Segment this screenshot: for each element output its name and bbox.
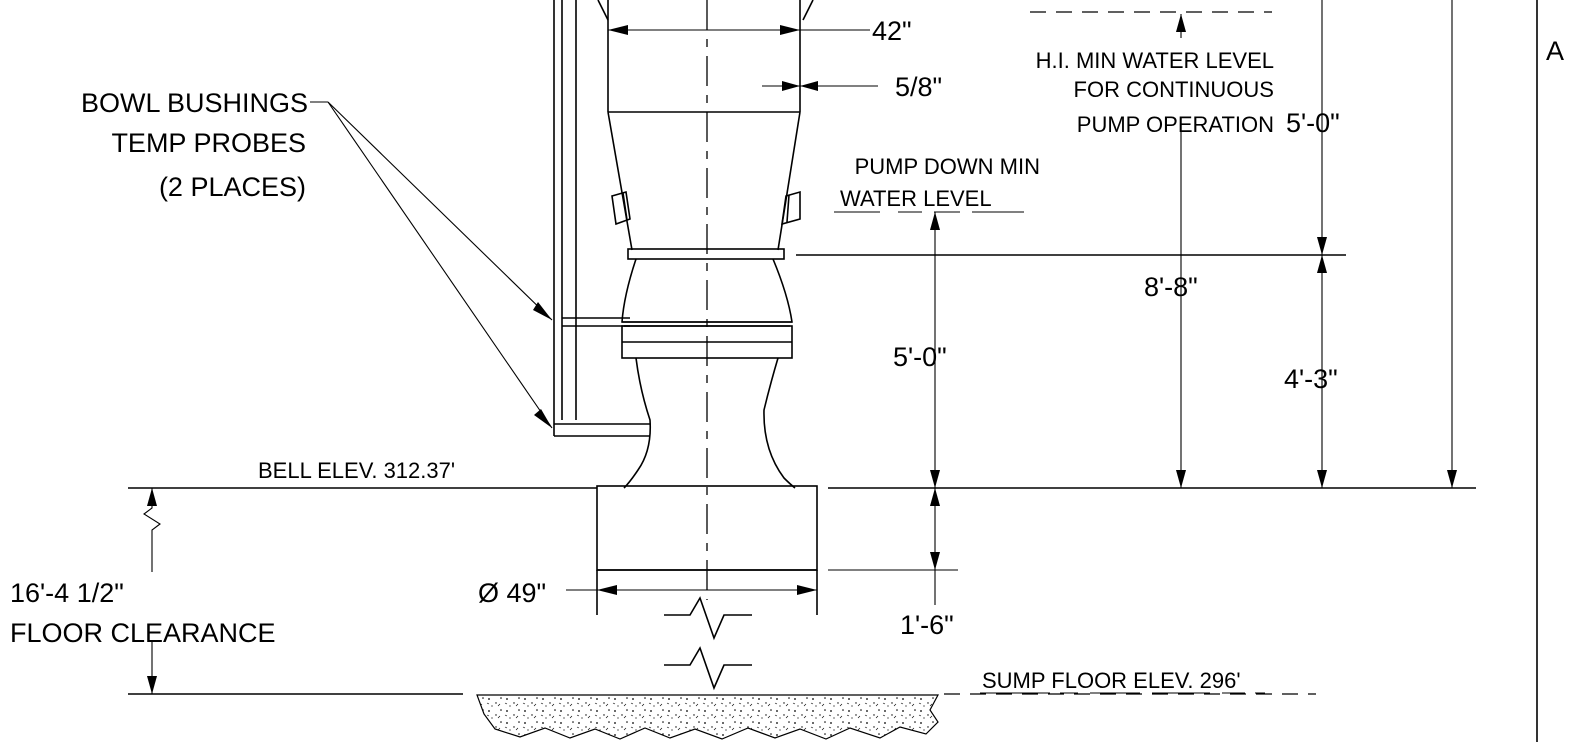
dimension-5-0-right [1317, 0, 1327, 255]
intake-strainer [596, 485, 818, 615]
pump-body [597, 0, 814, 600]
dimension-42 [608, 25, 870, 35]
break-symbol-lower [664, 646, 752, 691]
label-pump-down-1: PUMP DOWN MIN [855, 154, 1040, 179]
label-pump-down-2: WATER LEVEL [840, 186, 992, 211]
reference-lines [128, 11, 1476, 695]
dimension-floor-clearance [143, 488, 161, 694]
probe-conduit [553, 0, 650, 437]
dimension-8-8 [1176, 130, 1186, 488]
label-dim-5-8: 5/8" [895, 72, 942, 102]
dimension-5-0-center [930, 212, 940, 488]
hi-level-marker [1176, 14, 1186, 38]
label-edge-letter: A [1546, 36, 1564, 66]
label-floor-clear-dim: 16'-4 1/2" [10, 578, 124, 608]
dimension-4-3 [1317, 255, 1327, 488]
label-dim-8-8: 8'-8" [1144, 272, 1198, 302]
label-hi-min-1: H.I. MIN WATER LEVEL [1036, 48, 1274, 73]
label-bowl-bushings: BOWL BUSHINGS [81, 88, 308, 118]
label-two-places: (2 PLACES) [159, 172, 306, 202]
bowl-bushings-leaders [310, 101, 553, 429]
sump-floor-slab [476, 694, 939, 740]
label-underlines [834, 211, 1265, 694]
label-dim-1-6: 1'-6" [900, 610, 954, 640]
label-dia-49: Ø 49" [478, 578, 546, 608]
label-dim-5-0-right: 5'-0" [1286, 108, 1340, 138]
label-dim-42: 42" [872, 16, 912, 46]
dimension-5-8 [762, 81, 878, 91]
dimension-overall-right [1447, 0, 1457, 488]
label-dim-5-0-center: 5'-0" [893, 342, 947, 372]
label-temp-probes: TEMP PROBES [111, 128, 306, 158]
label-hi-min-3: PUMP OPERATION [1077, 112, 1274, 137]
dimension-1-6 [930, 488, 940, 605]
break-symbol-upper [664, 596, 752, 641]
label-dim-4-3: 4'-3" [1284, 364, 1338, 394]
label-hi-min-2: FOR CONTINUOUS [1074, 77, 1274, 102]
label-floor-clear-text: FLOOR CLEARANCE [10, 618, 276, 648]
dimension-dia-49 [566, 585, 817, 595]
label-sump-floor: SUMP FLOOR ELEV. 296' [982, 668, 1241, 693]
label-bell-elev: BELL ELEV. 312.37' [258, 458, 455, 483]
